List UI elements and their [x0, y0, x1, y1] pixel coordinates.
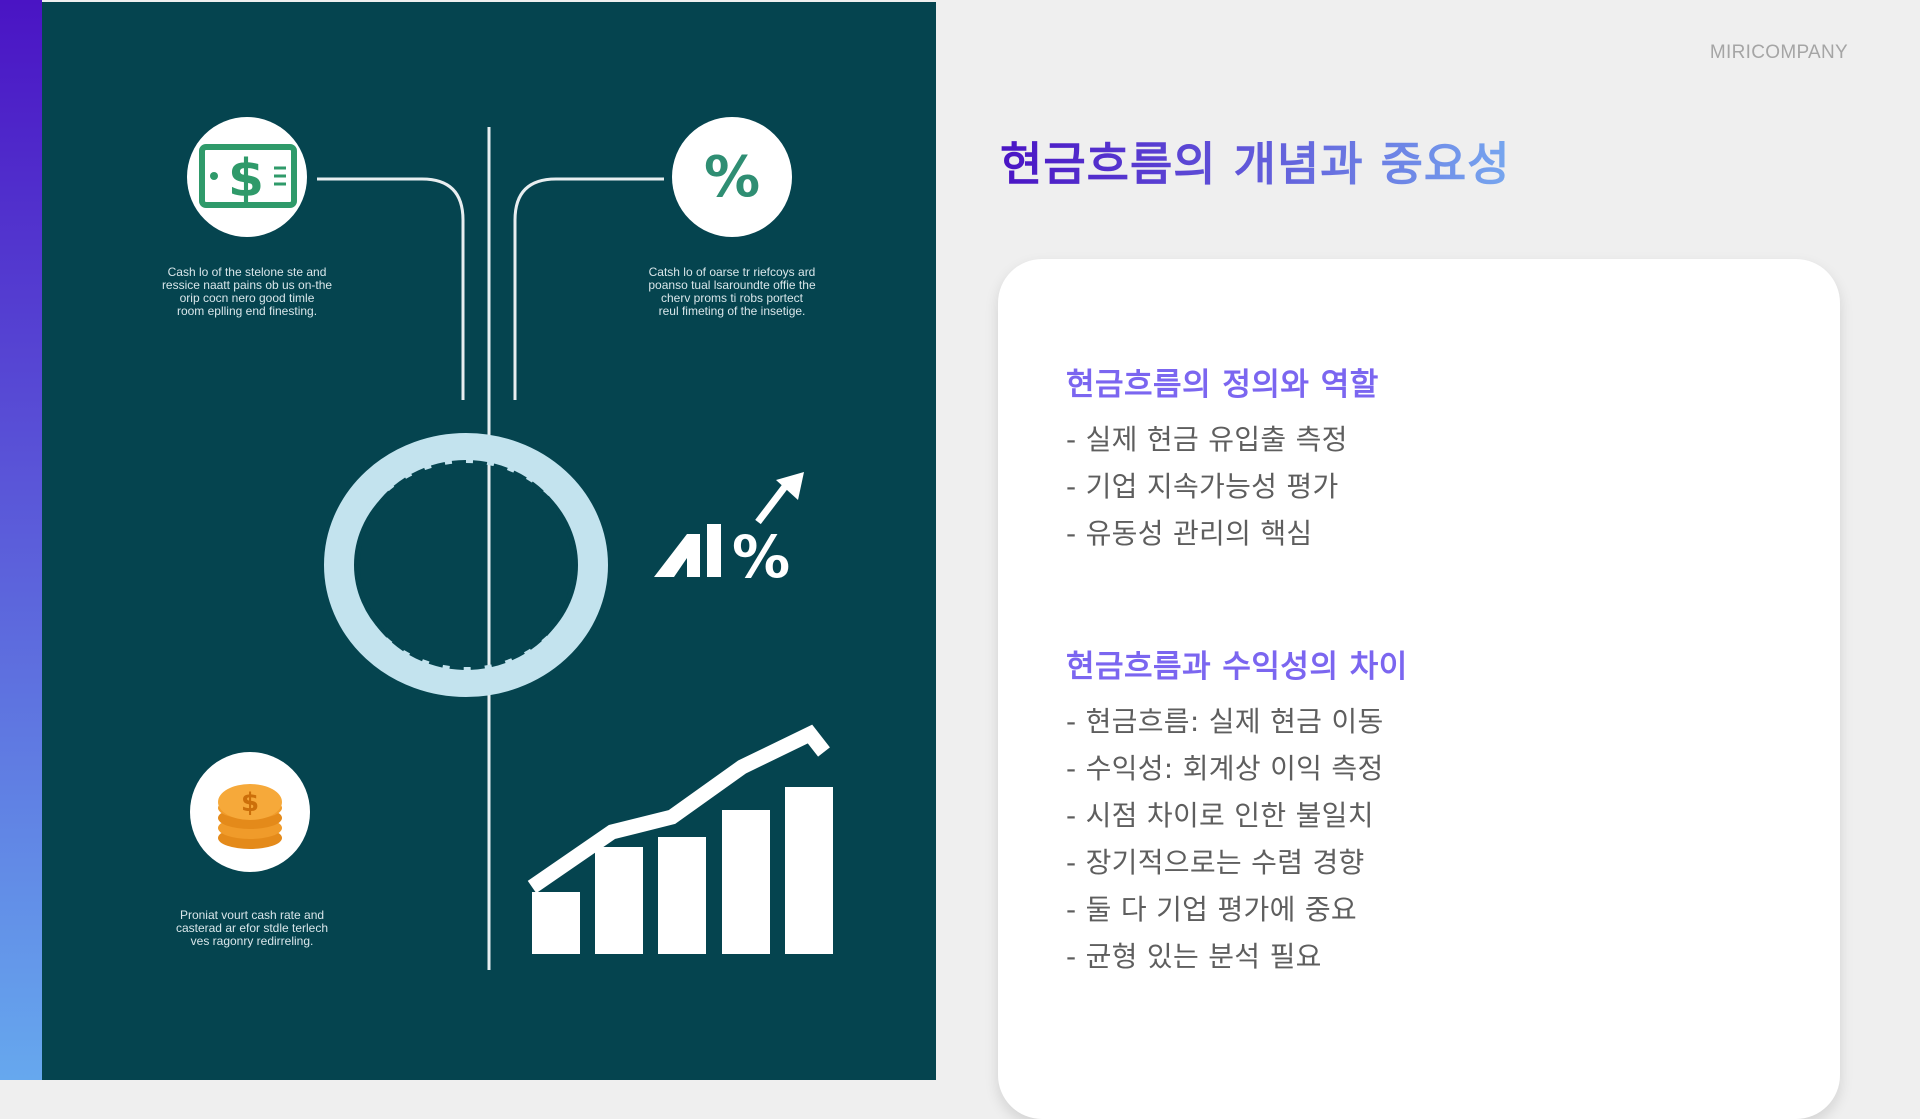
accent-bar [0, 0, 42, 1080]
list-item: - 둘 다 기업 평가에 중요 [1066, 893, 1357, 926]
cash-cycle-ring [324, 433, 608, 697]
list-item: - 수익성: 회계상 이익 측정 [1066, 752, 1384, 785]
content-card: 현금흐름의 정의와 역할 - 실제 현금 유입출 측정 - 기업 지속가능성 평… [998, 259, 1840, 1119]
right-connector-line [513, 177, 664, 400]
list-item: - 유동성 관리의 핵심 [1066, 517, 1313, 550]
percent-icon: % [672, 117, 792, 237]
section-heading: 현금흐름의 정의와 역할 [1066, 367, 1379, 403]
percent-caption: Catsh lo of oarse tr riefcoys ard poanso… [648, 265, 816, 318]
rising-bar-chart-icon [527, 724, 833, 954]
bullet-list: - 실제 현금 유입출 측정 - 기업 지속가능성 평가 - 유동성 관리의 핵… [1066, 416, 1379, 557]
list-item: - 시점 차이로 인한 불일치 [1066, 799, 1374, 832]
list-item: - 실제 현금 유입출 측정 [1066, 423, 1348, 456]
brand-name: MIRICOMPANY [1709, 42, 1848, 63]
list-item: - 현금흐름: 실제 현금 이동 [1066, 705, 1384, 738]
svg-text:$: $ [228, 149, 264, 209]
cash-caption: Cash lo of the stelone ste and ressice n… [161, 265, 333, 318]
illustration-graphics: $ % % $ [187, 117, 833, 970]
svg-text:$: $ [241, 788, 259, 818]
coin-caption: Proniat vourt cash rate and casterad ar … [175, 908, 329, 948]
list-item: - 기업 지속가능성 평가 [1066, 470, 1339, 503]
section-difference: 현금흐름과 수익성의 차이 - 현금흐름: 실제 현금 이동 - 수익성: 회계… [1066, 641, 1408, 980]
cashflow-illustration: $ % % $ [42, 2, 936, 1080]
dollar-bill-icon: $ [187, 117, 307, 237]
coin-stack-icon: $ [190, 752, 310, 872]
list-item: - 장기적으로는 수렴 경향 [1066, 846, 1365, 879]
svg-text:%: % [704, 145, 760, 210]
section-definition: 현금흐름의 정의와 역할 - 실제 현금 유입출 측정 - 기업 지속가능성 평… [1066, 359, 1379, 557]
bullet-list: - 현금흐름: 실제 현금 이동 - 수익성: 회계상 이익 측정 - 시점 차… [1066, 698, 1408, 980]
growth-percent-icon: % [654, 472, 804, 591]
list-item: - 균형 있는 분석 필요 [1066, 940, 1322, 973]
section-heading: 현금흐름과 수익성의 차이 [1066, 649, 1408, 685]
svg-text:%: % [732, 523, 790, 591]
left-connector-line [317, 177, 465, 400]
page-title: 현금흐름의 개념과 중요성 [1000, 128, 1511, 194]
